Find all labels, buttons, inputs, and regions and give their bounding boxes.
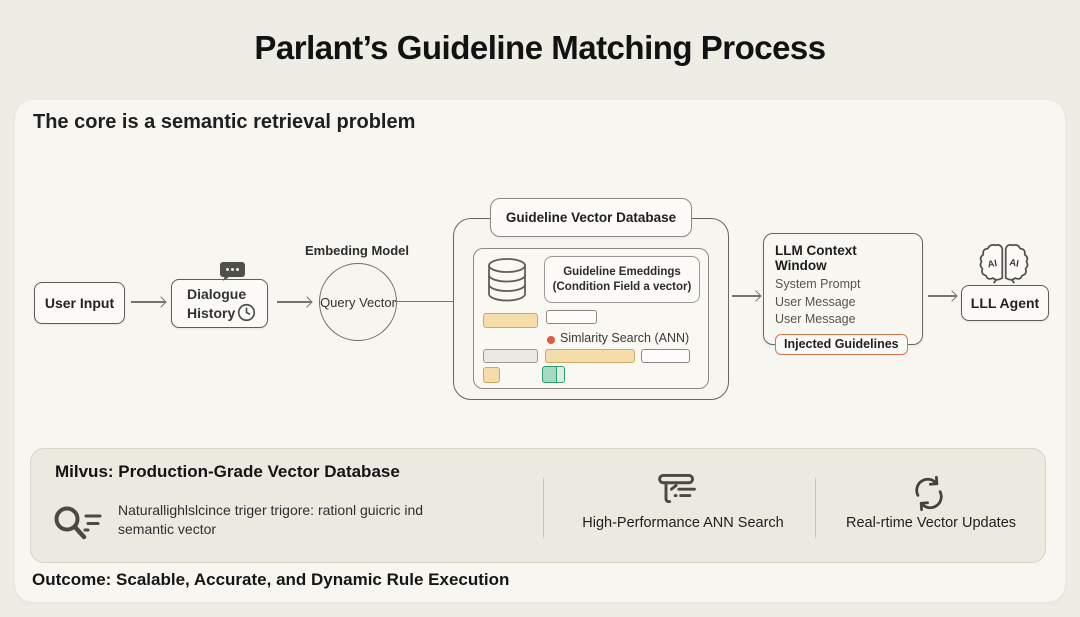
similarity-search-label: Simlarity Search (ANN) bbox=[560, 331, 690, 345]
llm-context-window: LLM Context Window System Prompt User Me… bbox=[763, 233, 923, 355]
arrow-dialogue-to-query bbox=[277, 301, 311, 303]
page-title: Parlant’s Guideline Matching Process bbox=[254, 29, 826, 66]
semantic-feature-text: Naturallighlslcince triger trigore: rati… bbox=[118, 501, 478, 539]
dialogue-line1: Dialogue bbox=[187, 285, 247, 302]
milvus-title: Milvus: Production-Grade Vector Database bbox=[55, 462, 400, 481]
semantic-feature-line2: semantic vector bbox=[118, 521, 217, 537]
vector-bar-white-2 bbox=[641, 349, 690, 363]
milvus-divider-1 bbox=[543, 478, 544, 538]
embedding-model-caption: Embeding Model bbox=[305, 243, 409, 258]
vector-bar-tan-2 bbox=[545, 349, 635, 363]
embeddings-line2: (Condition Field a vector) bbox=[552, 280, 692, 293]
guideline-embeddings-box: Guideline Emeddings (Condition Field a v… bbox=[544, 256, 700, 303]
query-vector-label: Query Vector bbox=[320, 294, 396, 310]
teal-segment-left bbox=[543, 367, 557, 382]
line-query-to-db bbox=[395, 301, 453, 303]
arrow-db-to-llm bbox=[732, 295, 760, 297]
ann-search-label: High-Performance ANN Search bbox=[582, 515, 784, 531]
brain-ai-right-label: AI bbox=[1008, 257, 1019, 269]
injected-guidelines-badge: Injected Guidelines bbox=[775, 333, 908, 355]
similarity-dot-icon bbox=[547, 336, 555, 344]
vector-bar-tan-1 bbox=[483, 313, 538, 328]
dialogue-history-node: Dialogue History bbox=[171, 279, 268, 328]
embeddings-line1: Guideline Emeddings bbox=[563, 265, 681, 278]
llm-line-system-prompt: System Prompt bbox=[775, 277, 861, 291]
agent-node: LLL Agent bbox=[961, 285, 1049, 321]
dialogue-line2: History bbox=[187, 304, 236, 321]
arrow-llm-to-agent bbox=[928, 295, 956, 297]
semantic-search-icon bbox=[54, 506, 102, 540]
outcome-text: Outcome: Scalable, Accurate, and Dynamic… bbox=[32, 570, 510, 589]
semantic-feature-line1: Naturallighlslcince triger trigore: rati… bbox=[118, 502, 424, 518]
llm-line-user-message-1: User Message bbox=[775, 294, 856, 309]
query-vector-node: Query Vector bbox=[319, 263, 397, 341]
database-cylinder-icon bbox=[488, 258, 526, 302]
llm-line-user-message-2: User Message bbox=[775, 312, 856, 326]
brain-ai-left-label: AI bbox=[987, 258, 998, 270]
refresh-icon bbox=[915, 475, 943, 512]
agent-label: LLL Agent bbox=[970, 295, 1040, 311]
arrow-user-to-dialogue bbox=[131, 301, 165, 303]
user-input-node: User Input bbox=[34, 282, 125, 324]
user-input-label: User Input bbox=[44, 295, 115, 311]
vector-bar-white-1 bbox=[546, 310, 597, 324]
vector-db-title-tab: Guideline Vector Database bbox=[490, 198, 692, 237]
milvus-divider-2 bbox=[815, 478, 816, 538]
milvus-panel bbox=[30, 448, 1046, 563]
speech-bubble-icon bbox=[220, 262, 245, 281]
llm-context-title: LLM Context Window bbox=[775, 243, 857, 273]
diagram-subtitle: The core is a semantic retrieval problem bbox=[33, 111, 416, 133]
vector-updates-label: Real-rtime Vector Updates bbox=[845, 515, 1017, 531]
ann-search-filter-icon bbox=[658, 473, 696, 504]
teal-segment-right bbox=[557, 367, 564, 382]
vector-bar-gray bbox=[483, 349, 538, 363]
brain-icon: AI AI bbox=[979, 243, 1029, 284]
vector-square-tan bbox=[483, 367, 500, 383]
vector-db-title: Guideline Vector Database bbox=[505, 210, 677, 225]
vector-square-teal bbox=[542, 366, 565, 383]
clock-icon bbox=[237, 303, 256, 322]
